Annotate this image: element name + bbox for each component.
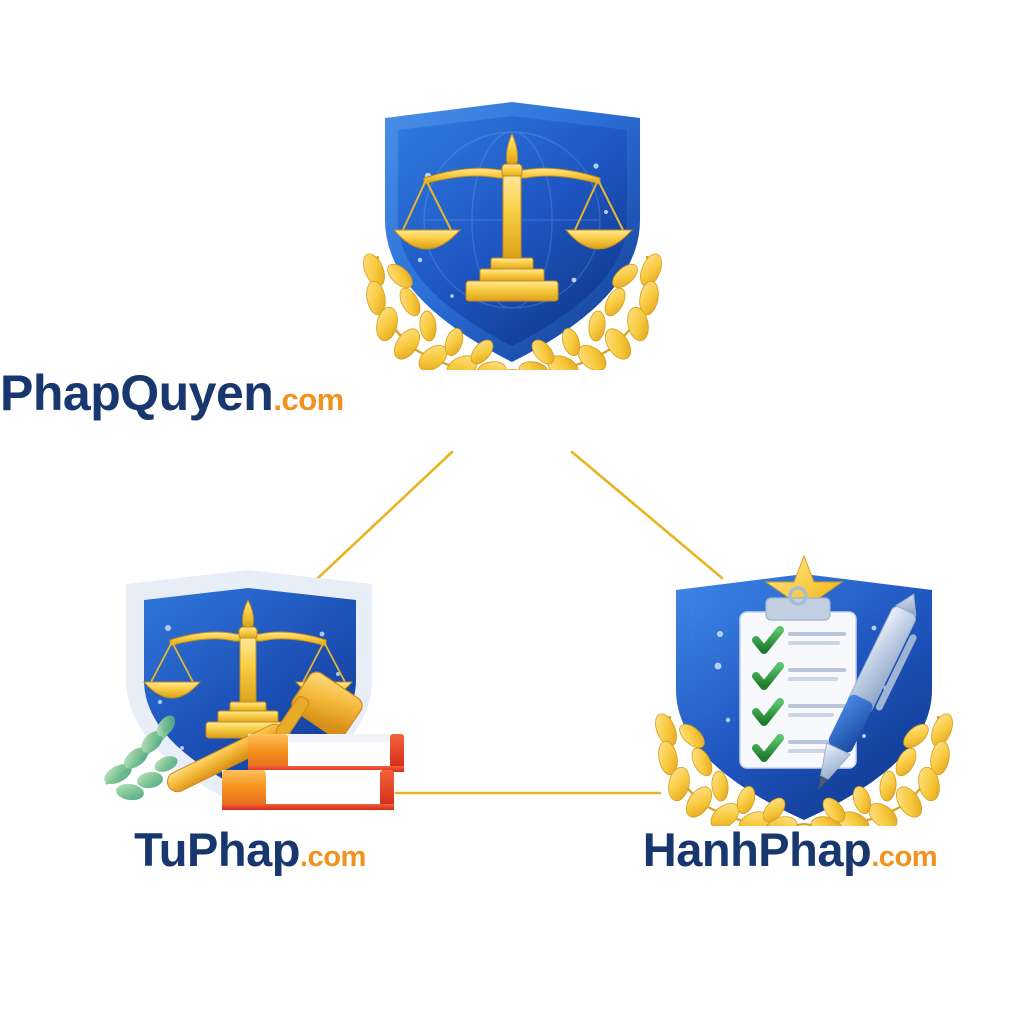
- clipboard-checklist-icon: [739, 586, 857, 769]
- wordmark-hanhphap-name: HanhPhap: [642, 823, 872, 876]
- scales-of-justice-icon: [142, 598, 354, 739]
- wordmark-tuphap[interactable]: TuPhap.com: [20, 826, 480, 873]
- star-dots-decoration: [157, 625, 340, 750]
- laurel-wreath-icon: [363, 253, 662, 370]
- scales-of-justice-icon: [392, 132, 634, 302]
- law-books-icon: [222, 734, 404, 810]
- shield-scales-laurel-emblem: [363, 102, 662, 370]
- wordmark-hanhphap[interactable]: HanhPhap.com: [560, 826, 1020, 873]
- laurel-wreath-icon: [655, 713, 953, 826]
- wordmark-phapquyen-tld: .com: [273, 382, 344, 417]
- olive-branch-icon: [104, 715, 178, 801]
- shield-clipboard-pen-emblem: [655, 554, 953, 826]
- checklist-rows: [752, 626, 846, 762]
- wordmark-tuphap-tld: .com: [299, 841, 366, 873]
- shield-scales-gavel-books-emblem: [104, 570, 404, 810]
- star-dots-decoration: [714, 625, 889, 738]
- pen-icon: [818, 593, 917, 791]
- wordmark-tuphap-name: TuPhap: [134, 823, 300, 876]
- wordmark-phapquyen-name: PhapQuyen: [0, 365, 274, 421]
- wordmark-hanhphap-tld: .com: [871, 841, 938, 873]
